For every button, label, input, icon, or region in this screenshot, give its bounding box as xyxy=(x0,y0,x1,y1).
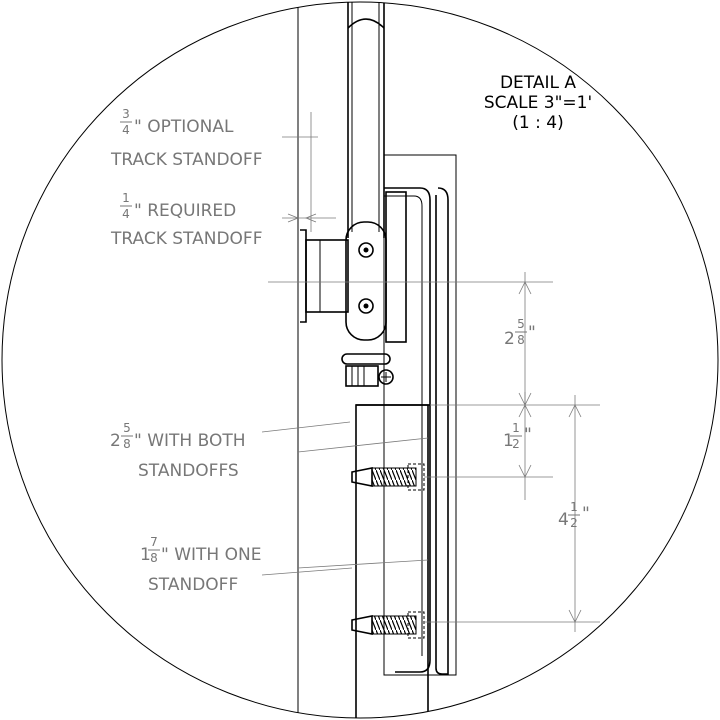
svg-text:1: 1 xyxy=(122,191,130,205)
svg-text:2: 2 xyxy=(570,516,578,530)
bracket-arm xyxy=(345,221,387,341)
svg-text:5: 5 xyxy=(517,317,525,331)
callout-optional-standoff: 3 4 " OPTIONAL TRACK STANDOFF xyxy=(110,107,263,170)
callout-one-standoff: 1 7 8 " WITH ONE STANDOFF xyxy=(140,535,261,595)
svg-text:2: 2 xyxy=(110,431,121,451)
svg-text:2: 2 xyxy=(504,329,515,349)
svg-text:TRACK STANDOFF: TRACK STANDOFF xyxy=(110,229,263,249)
svg-text:" WITH BOTH: " WITH BOTH xyxy=(134,431,246,451)
svg-text:": " xyxy=(524,425,532,445)
callout-text: " OPTIONAL xyxy=(134,117,234,137)
frac-num: 3 xyxy=(122,107,130,121)
svg-text:2: 2 xyxy=(512,437,520,451)
detail-scale: SCALE 3"=1' xyxy=(484,93,592,113)
carrier-screw xyxy=(378,369,394,385)
dim-line-3 xyxy=(568,395,582,632)
standoff-body xyxy=(305,239,349,313)
svg-text:1: 1 xyxy=(503,431,514,451)
dim-line-2 xyxy=(518,392,532,500)
svg-text:STANDOFF: STANDOFF xyxy=(148,575,238,595)
detail-title: DETAIL A SCALE 3"=1' (1 : 4) xyxy=(484,73,592,133)
svg-text:1: 1 xyxy=(512,421,520,435)
dim-label-2: 1 1 2 " xyxy=(503,421,532,451)
svg-text:": " xyxy=(528,323,536,343)
callout-line2: TRACK STANDOFF xyxy=(110,150,263,170)
dim-label-1: 2 5 8 " xyxy=(504,317,536,349)
svg-text:7: 7 xyxy=(150,535,158,549)
detail-label: DETAIL A xyxy=(500,73,576,93)
carrier-clip xyxy=(341,353,391,365)
callout-required-standoff: 1 4 " REQUIRED TRACK STANDOFF xyxy=(110,191,263,249)
detail-ratio: (1 : 4) xyxy=(512,113,563,133)
svg-text:": " xyxy=(582,504,590,524)
screw-upper xyxy=(351,463,425,491)
svg-text:8: 8 xyxy=(517,333,525,347)
svg-text:5: 5 xyxy=(123,421,131,435)
svg-text:4: 4 xyxy=(558,510,569,530)
svg-text:STANDOFFS: STANDOFFS xyxy=(138,461,239,481)
screw-lower xyxy=(351,611,425,639)
svg-text:1: 1 xyxy=(140,545,151,565)
svg-text:8: 8 xyxy=(123,437,131,451)
callout-both-standoffs: 2 5 8 " WITH BOTH STANDOFFS xyxy=(110,421,246,481)
bracket-bolt-top xyxy=(358,242,374,258)
svg-text:1: 1 xyxy=(570,500,578,514)
bracket-bolt-bottom xyxy=(358,298,374,314)
svg-text:" REQUIRED: " REQUIRED xyxy=(134,201,236,221)
svg-text:8: 8 xyxy=(150,551,158,565)
carrier-block xyxy=(385,191,407,343)
svg-text:4: 4 xyxy=(122,207,130,221)
frac-den: 4 xyxy=(122,123,130,137)
dim-label-3: 4 1 2 " xyxy=(558,500,590,530)
rail-break xyxy=(347,18,385,29)
track-housing xyxy=(383,154,457,676)
wall-flange xyxy=(300,229,307,323)
track-channel xyxy=(384,187,431,673)
svg-text:" WITH ONE: " WITH ONE xyxy=(161,545,261,565)
